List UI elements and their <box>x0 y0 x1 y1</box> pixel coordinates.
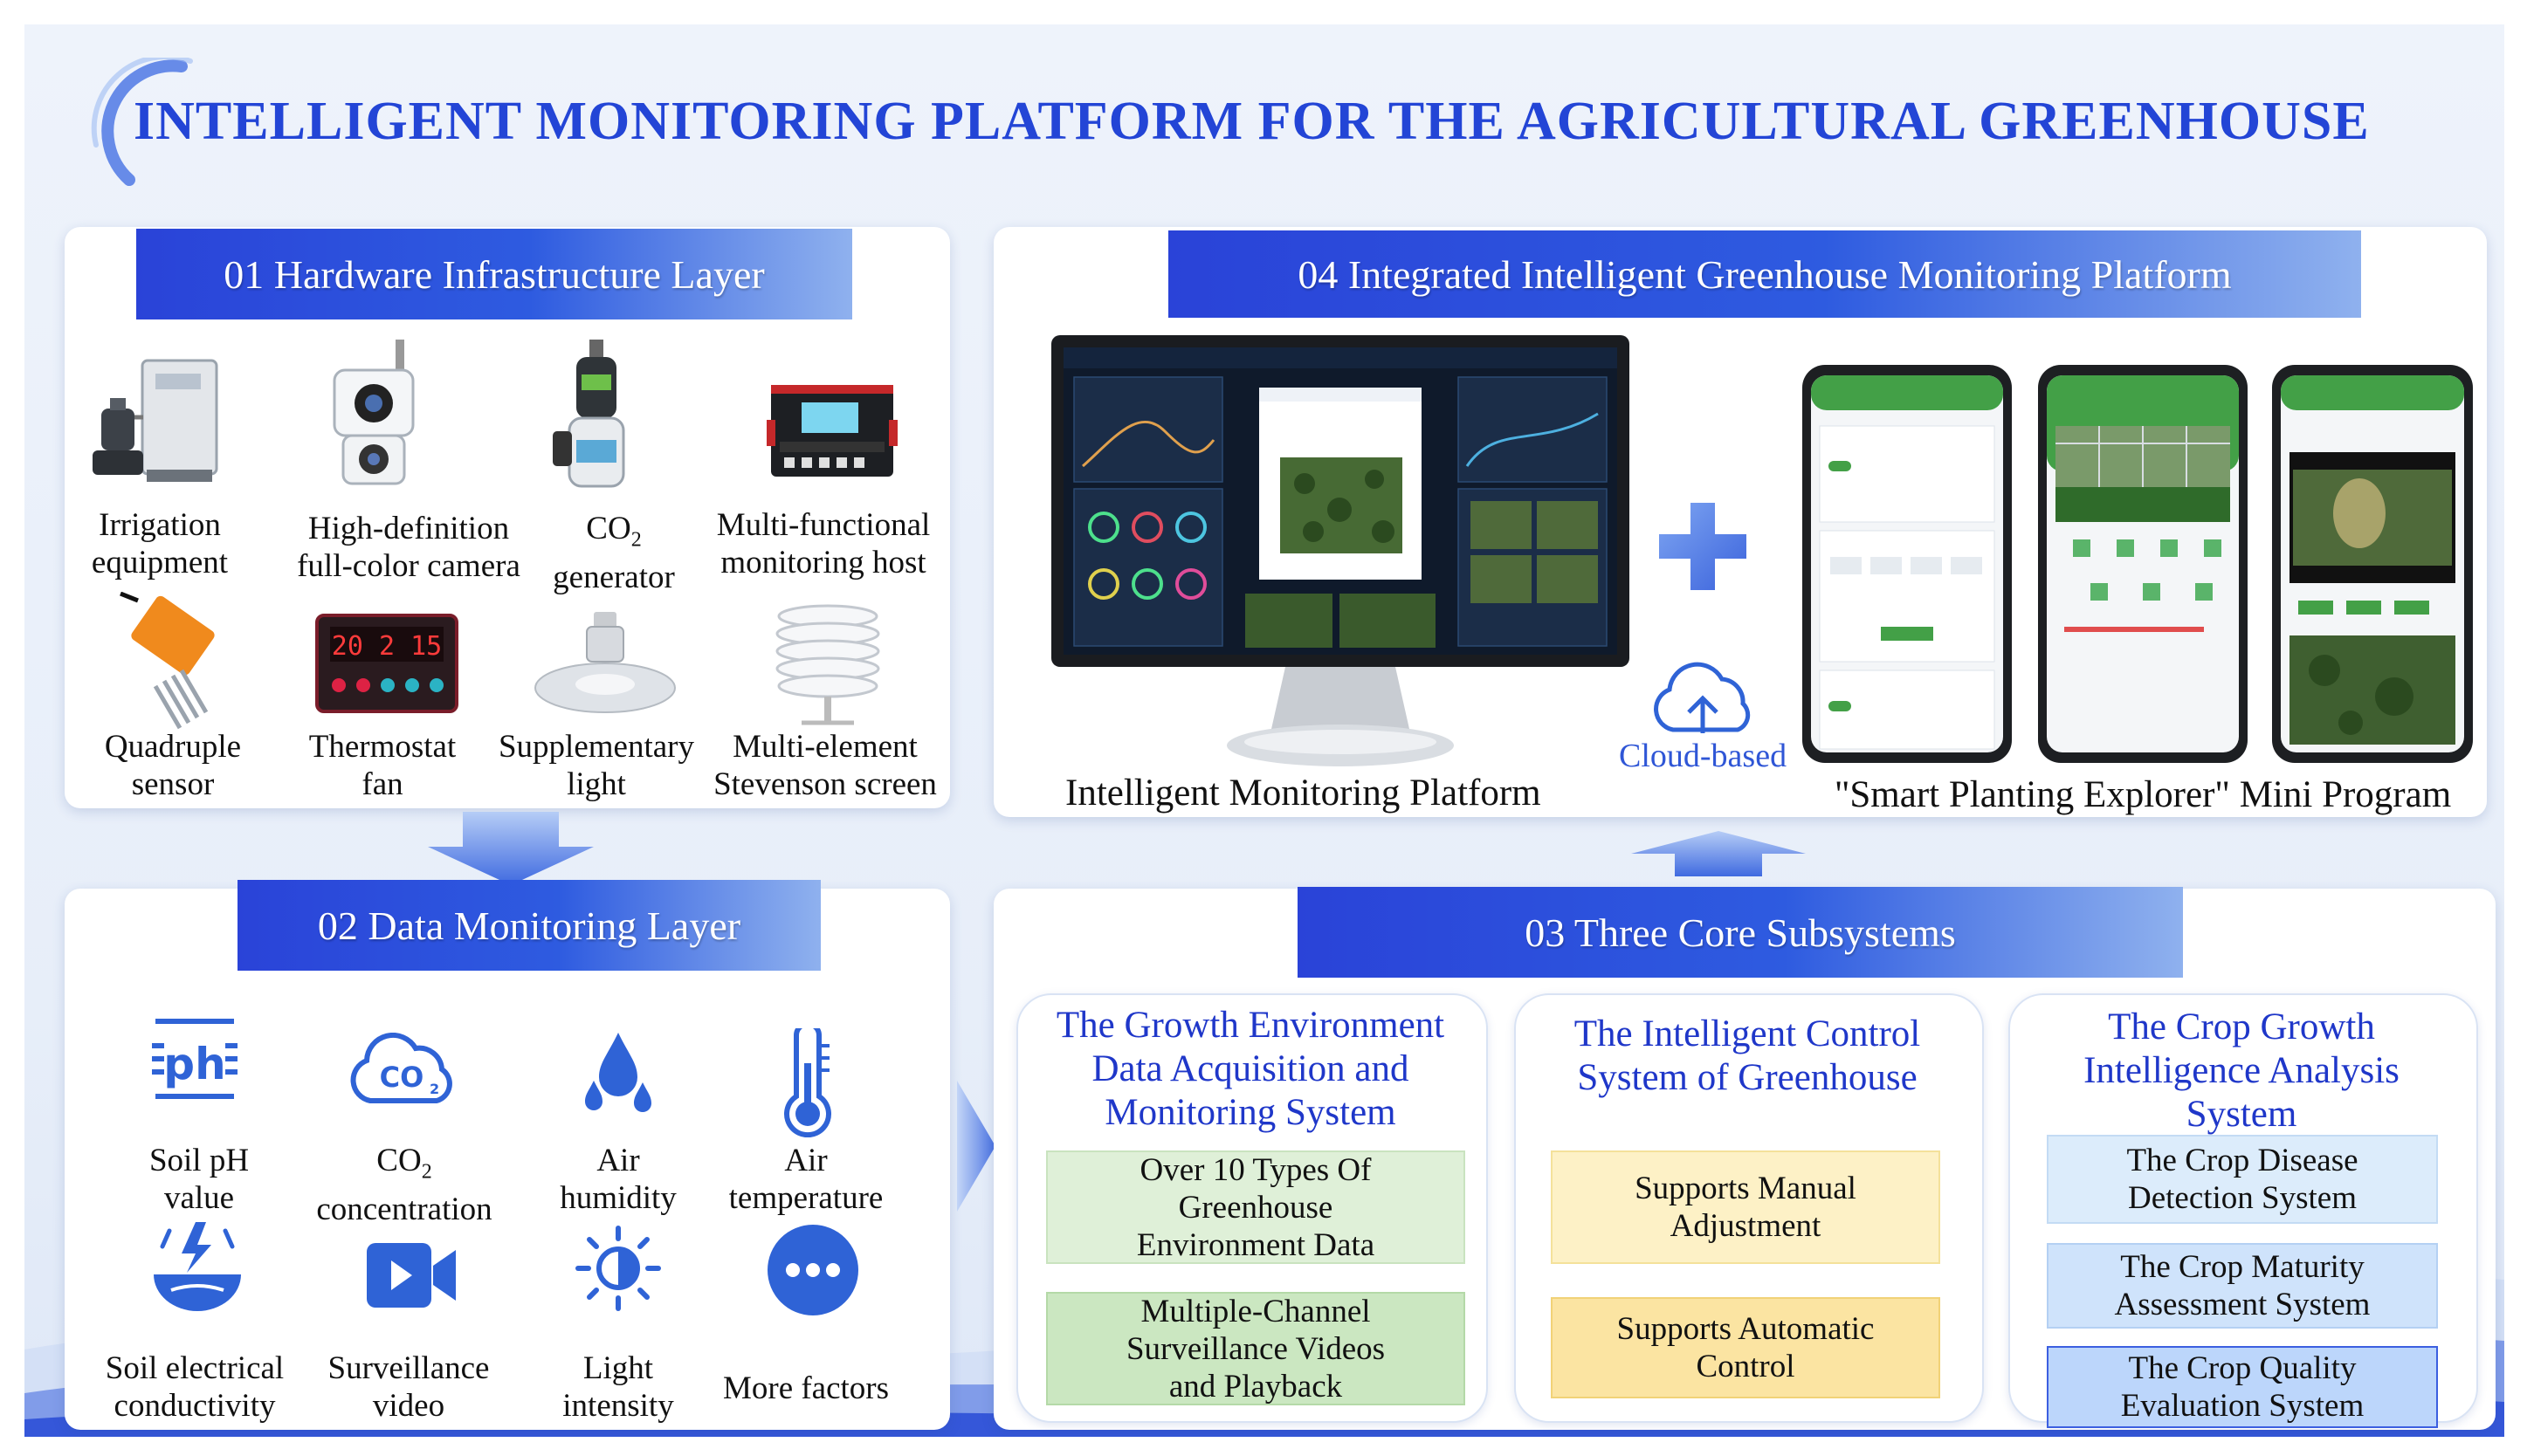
data-caption-more: More factors <box>722 1370 890 1406</box>
light-intensity-icon <box>575 1226 661 1311</box>
title-decor-arc <box>91 58 193 186</box>
quadruple-sensor-icon <box>120 592 215 730</box>
camera-icon <box>333 340 415 485</box>
supplementary-light-icon <box>534 612 676 713</box>
ph-icon: ph <box>152 1019 238 1099</box>
hardware-layer-heading: 01 Hardware Infrastructure Layer <box>136 229 852 319</box>
arrow-data-to-subsystems <box>957 1081 995 1212</box>
hardware-layer-panel <box>65 227 950 808</box>
cloud-upload-icon <box>1654 662 1751 733</box>
svg-text:CO: CO <box>380 1061 424 1094</box>
svg-text:20 2 15: 20 2 15 <box>332 631 442 662</box>
arrow-hardware-to-data <box>428 812 594 885</box>
more-dots-icon <box>768 1225 858 1315</box>
soil-conductivity-icon <box>154 1222 241 1311</box>
svg-text:ph: ph <box>163 1039 225 1089</box>
phone-live-monitoring <box>2272 365 2473 763</box>
arrow-subsystems-to-platform <box>1631 831 1806 876</box>
phone-smart-greenhouse <box>2038 365 2248 763</box>
plus-icon <box>1659 503 1746 590</box>
monitoring-monitor-icon <box>1051 335 1629 766</box>
monitoring-host-icon <box>767 385 898 477</box>
irrigation-equipment-icon <box>93 359 218 482</box>
phone-device-control <box>1802 365 2012 763</box>
co2-cloud-icon: CO 2 <box>350 1033 452 1103</box>
humidity-drops-icon <box>585 1033 651 1112</box>
diagram-canvas: INTELLIGENT MONITORING PLATFORM FOR THE … <box>24 24 2504 1437</box>
data-monitoring-heading: 02 Data Monitoring Layer <box>238 880 821 971</box>
thermostat-fan-icon: 20 2 15 <box>315 614 458 713</box>
thermometer-icon <box>784 1028 831 1137</box>
co2-generator-icon <box>553 340 625 488</box>
data-monitoring-panel <box>65 889 950 1430</box>
mini-program-label: "Smart Planting Explorer" Mini Program <box>1834 774 2452 815</box>
page-title: INTELLIGENT MONITORING PLATFORM FOR THE … <box>134 92 2370 151</box>
integrated-platform-heading: 04 Integrated Intelligent Greenhouse Mon… <box>1168 230 2361 318</box>
cloud-label: Cloud-based <box>1619 738 1787 774</box>
video-camera-icon <box>367 1243 456 1308</box>
stevenson-screen-icon <box>775 604 880 725</box>
subsystems-heading: 03 Three Core Subsystems <box>1298 887 2183 978</box>
monitor-label: Intelligent Monitoring Platform <box>1065 773 1541 814</box>
svg-text:2: 2 <box>430 1081 439 1097</box>
